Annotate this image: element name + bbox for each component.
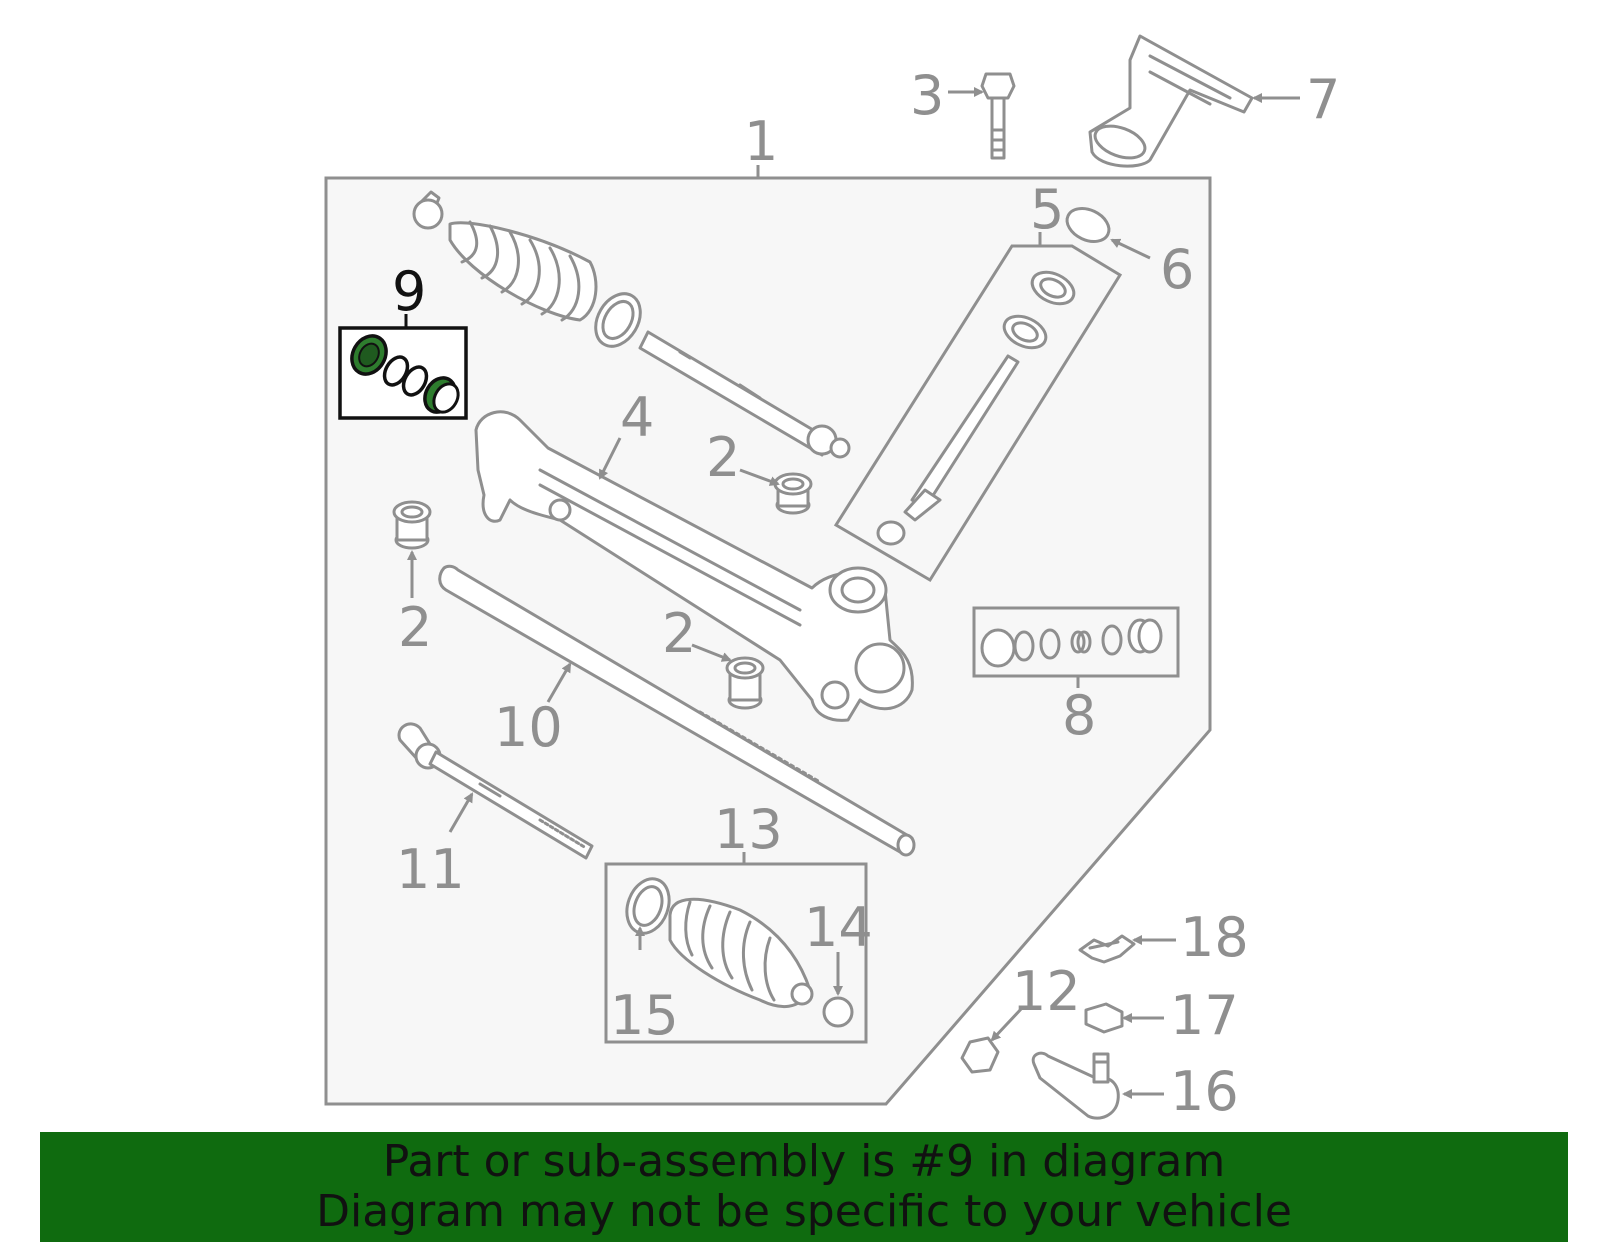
bushing-lower <box>725 656 765 710</box>
o-ring <box>1065 207 1111 243</box>
valve-subassembly <box>833 244 1123 583</box>
callout-14: 14 <box>804 896 873 959</box>
callout-17: 17 <box>1170 984 1239 1047</box>
rack-housing <box>474 410 914 722</box>
callout-3: 3 <box>910 64 944 127</box>
bushing-upper-right <box>773 472 813 515</box>
callout-1: 1 <box>744 110 778 173</box>
callout-18: 18 <box>1180 906 1249 969</box>
rack-bar <box>438 564 916 857</box>
callout-10: 10 <box>494 696 563 759</box>
callout-5: 5 <box>1030 178 1064 241</box>
info-banner: Part or sub-assembly is #9 in diagram Di… <box>40 1132 1568 1242</box>
seal-set <box>972 606 1180 678</box>
callout-9: 9 <box>392 260 426 323</box>
cotter-pin <box>1078 934 1136 964</box>
outer-tie-rod-end <box>1031 1051 1120 1120</box>
callout-8: 8 <box>1062 684 1096 747</box>
lower-boot-kit <box>604 862 868 1044</box>
bushing-left <box>392 500 432 550</box>
callout-11: 11 <box>396 838 465 901</box>
callout-12: 12 <box>1012 960 1081 1023</box>
castle-nut <box>960 1036 1000 1074</box>
lower-inner-tie-rod <box>397 722 594 860</box>
callout-6: 6 <box>1160 238 1194 301</box>
upper-bellows-boot <box>412 190 642 348</box>
hex-nut <box>1084 1002 1124 1034</box>
mounting-bracket <box>1088 34 1254 168</box>
callout-13: 13 <box>714 798 783 861</box>
callout-2-left: 2 <box>398 596 432 659</box>
banner-line-part: Part or sub-assembly is #9 in diagram <box>382 1136 1226 1187</box>
upper-inner-tie-rod <box>638 330 851 459</box>
callout-4: 4 <box>620 386 654 449</box>
banner-line-disclaimer: Diagram may not be specific to your vehi… <box>316 1186 1292 1237</box>
callout-15: 15 <box>610 984 679 1047</box>
callout-16: 16 <box>1170 1060 1239 1123</box>
callout-7: 7 <box>1306 68 1340 131</box>
seal-kit-highlighted <box>338 326 468 420</box>
mounting-bolt <box>980 72 1016 160</box>
callout-2-upper: 2 <box>706 426 740 489</box>
callout-2-lower: 2 <box>662 602 696 665</box>
